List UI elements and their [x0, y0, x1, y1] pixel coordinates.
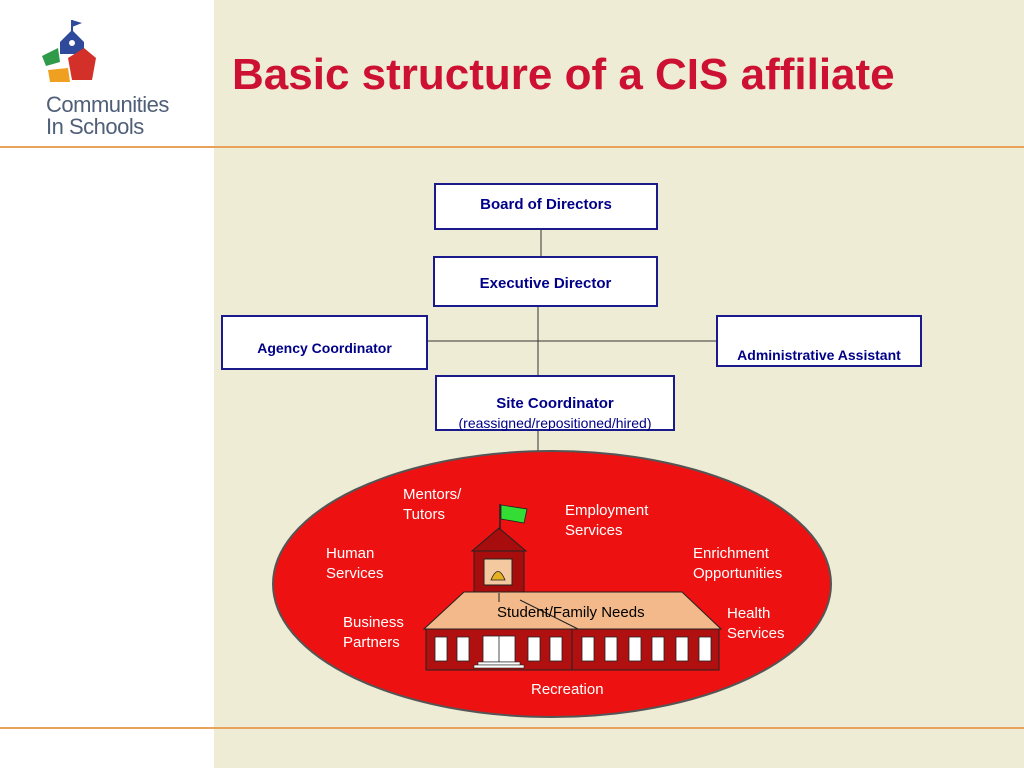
sidebar: [0, 0, 214, 768]
box-executive-director: Executive Director: [433, 256, 658, 307]
cis-logo-icon: [42, 20, 96, 82]
admin-label: Administrative Assistant: [737, 347, 901, 363]
site-label: Site Coordinator: [496, 395, 614, 412]
label-mentors-line1: Mentors/: [403, 486, 462, 503]
box-board-of-directors: Board of Directors: [434, 183, 658, 230]
label-employment-line2: Services: [565, 522, 623, 539]
board-label: Board of Directors: [480, 196, 612, 213]
footer-rule: [0, 727, 1024, 729]
slide-title: Basic structure of a CIS affiliate: [232, 50, 895, 99]
services-ellipse: [272, 450, 832, 718]
site-note: (reassigned/repositioned/hired): [458, 415, 652, 431]
label-health-line2: Services: [727, 625, 785, 642]
agency-label: Agency Coordinator: [257, 340, 392, 356]
logo-text-line1: Communities: [46, 92, 169, 117]
label-employment-line1: Employment: [565, 502, 649, 519]
label-mentors-line2: Tutors: [403, 506, 445, 523]
label-health-services: Health Services: [727, 604, 785, 644]
label-enrichment-line2: Opportunities: [693, 565, 783, 582]
label-business-line2: Partners: [343, 634, 400, 651]
executive-label: Executive Director: [479, 275, 612, 292]
header-rule: [0, 146, 1024, 148]
label-student-family-needs: Student/Family Needs: [497, 604, 645, 621]
label-business-partners: Business Partners: [343, 613, 404, 653]
logo-text-line2: In Schools: [46, 114, 144, 139]
label-health-line1: Health: [727, 605, 771, 622]
label-enrichment-line1: Enrichment: [693, 545, 769, 562]
label-human-services: Human Services: [326, 544, 384, 584]
label-enrichment-opportunities: Enrichment Opportunities: [693, 544, 782, 584]
schoolhouse-icon: [422, 504, 723, 671]
label-human-line2: Services: [326, 565, 384, 582]
box-administrative-assistant: Administrative Assistant: [716, 315, 922, 367]
label-recreation-line1: Recreation: [531, 681, 604, 698]
label-recreation: Recreation: [531, 680, 604, 700]
box-agency-coordinator: Agency Coordinator: [221, 315, 428, 370]
label-human-line1: Human: [326, 545, 375, 562]
label-mentors-tutors: Mentors/ Tutors: [403, 485, 461, 525]
box-site-coordinator: Site Coordinator (reassigned/repositione…: [435, 375, 675, 431]
label-employment-services: Employment Services: [565, 501, 648, 541]
label-business-line1: Business: [343, 614, 404, 631]
